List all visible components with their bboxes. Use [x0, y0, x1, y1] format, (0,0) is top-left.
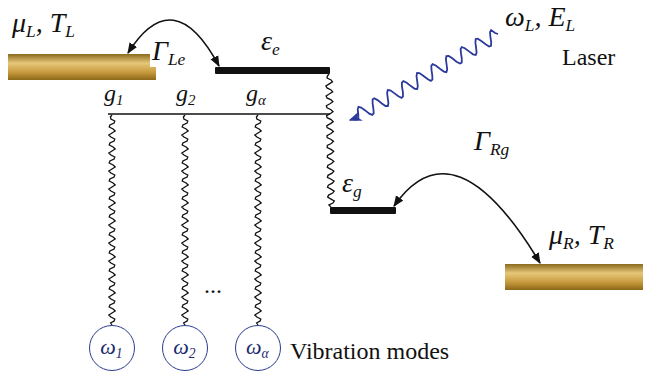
energy-level-bar [215, 67, 330, 74]
laser-parameters: ωL, EL [505, 2, 575, 33]
vibration-mode-circle: ω1 [89, 325, 135, 371]
vibration-mode-circle: ω2 [162, 325, 208, 371]
ground-level: εg [330, 166, 396, 214]
transition-wave [326, 74, 334, 207]
coupling-constant: gα [246, 80, 266, 106]
ellipsis: ... [204, 272, 222, 298]
tunneling-rate: ΓRg [472, 126, 511, 157]
vibration-coupling-wave [255, 115, 261, 325]
level-label: μL, TL [12, 8, 75, 39]
tunneling-arrow [394, 174, 540, 263]
vibration-coupling-wave [109, 115, 115, 325]
energy-level-bar [330, 207, 396, 214]
electrode-bar [505, 264, 643, 290]
mode-frequency: ω2 [173, 335, 195, 359]
left-lead: μL, TL [8, 6, 156, 80]
caption-label: Vibration modes [290, 338, 449, 364]
mode-frequency: ωα [246, 335, 269, 359]
laser-wave [350, 30, 498, 120]
coupling-constant: g1 [104, 80, 123, 106]
vibration-couplings [109, 115, 261, 325]
tunneling-rate: ΓLe [150, 36, 187, 67]
electrode-bar [8, 54, 156, 80]
level-label: εe [261, 26, 280, 57]
connectors [128, 20, 540, 263]
vibration-mode-circle: ωα [235, 325, 281, 371]
right-lead: μR, TR [505, 220, 643, 290]
excited-level: εe [215, 26, 330, 74]
laser-label: Laser [562, 44, 615, 70]
level-label: μR, TR [549, 220, 614, 251]
level-label: εg [342, 168, 362, 199]
coupling-constant: g2 [176, 80, 195, 106]
vibration-coupling-wave [182, 115, 188, 325]
mode-frequency: ω1 [100, 335, 122, 359]
coupling-line [108, 113, 330, 115]
